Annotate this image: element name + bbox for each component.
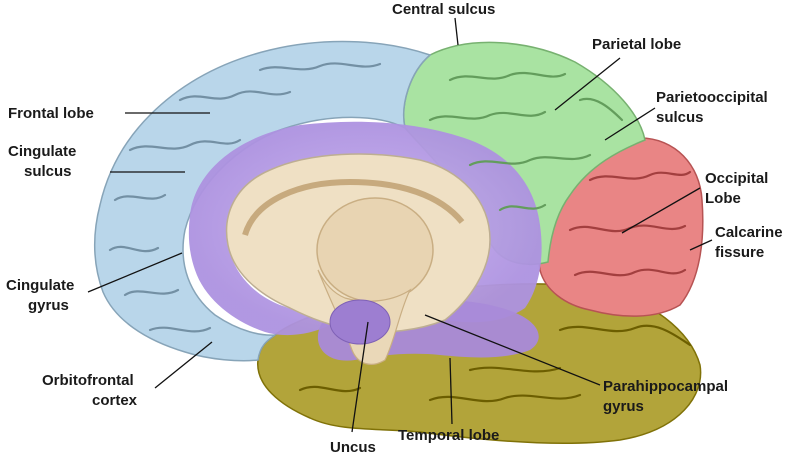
label-parietooccipital-1: Parietooccipital xyxy=(656,89,768,106)
label-calcarine-2: fissure xyxy=(715,244,764,261)
leader-orbitofrontal xyxy=(154,341,213,389)
label-frontal-lobe: Frontal lobe xyxy=(8,105,94,122)
label-uncus: Uncus xyxy=(330,439,376,456)
label-cingulate-sulcus-1: Cingulate xyxy=(8,143,76,160)
leader-lines xyxy=(87,17,713,433)
leader-parahippocampal xyxy=(424,314,601,386)
leader-uncus xyxy=(351,321,369,433)
leader-temporal-lobe xyxy=(449,357,453,425)
leader-central-sulcus xyxy=(454,17,459,46)
label-occipital-2: Lobe xyxy=(705,190,741,207)
thalamus-region xyxy=(316,197,434,303)
leader-parietooccipital xyxy=(604,107,656,141)
gyri-folds xyxy=(108,62,692,403)
label-orbitofrontal-2: cortex xyxy=(92,392,138,409)
label-occipital-1: Occipital xyxy=(705,170,768,187)
label-temporal-lobe: Temporal lobe xyxy=(398,427,499,444)
fornix-band xyxy=(242,178,465,236)
label-parietal-lobe: Parietal lobe xyxy=(592,36,681,53)
leader-occipital-lobe xyxy=(621,187,701,234)
label-parahippocampal-1: Parahippocampal xyxy=(603,378,728,395)
label-cingulate-sulcus-2: sulcus xyxy=(24,163,72,180)
label-cingulate-gyrus-2: gyrus xyxy=(28,297,69,314)
label-parietooccipital-2: sulcus xyxy=(656,109,704,126)
label-calcarine-1: Calcarine xyxy=(715,224,783,241)
uncus-region xyxy=(329,299,391,345)
leader-calcarine xyxy=(689,239,713,251)
leader-parietal-lobe xyxy=(554,57,621,111)
label-orbitofrontal-1: Orbitofrontal xyxy=(42,372,134,389)
label-cingulate-gyrus-1: Cingulate xyxy=(6,277,74,294)
leader-cingulate-gyrus xyxy=(87,252,183,293)
label-central-sulcus: Central sulcus xyxy=(392,1,495,18)
label-parahippocampal-2: gyrus xyxy=(603,398,644,415)
labels: Central sulcus Parietal lobe Parietoocci… xyxy=(6,1,783,456)
